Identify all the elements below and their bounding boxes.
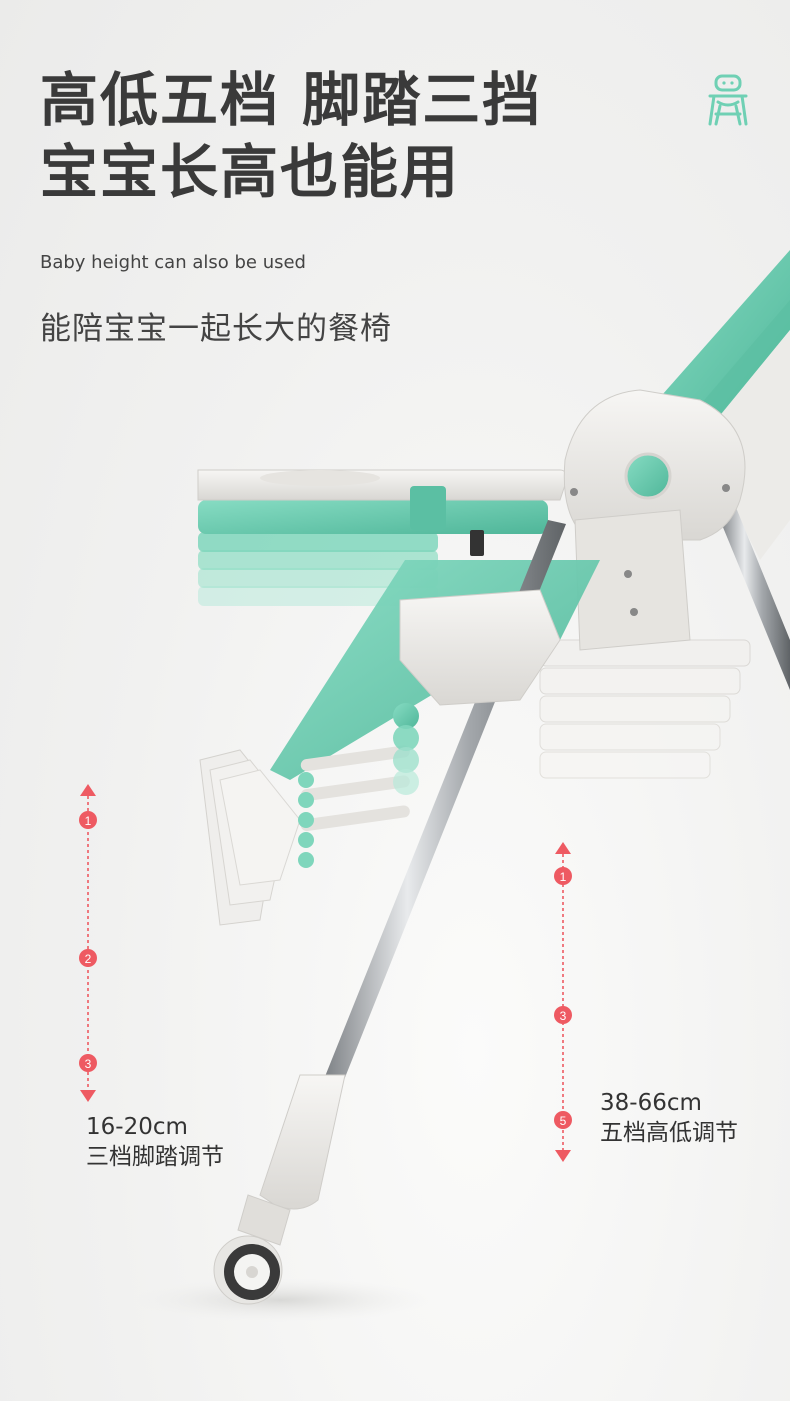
footrest-range-value: 16-20cm bbox=[86, 1114, 188, 1140]
high-chair-icon bbox=[708, 74, 748, 126]
leg-joint bbox=[399, 589, 561, 706]
subtitle-english: Baby height can also be used bbox=[40, 252, 306, 273]
floor-shadow bbox=[130, 1278, 430, 1322]
seat-range-value: 38-66cm bbox=[600, 1090, 702, 1116]
rear-leg bbox=[720, 505, 790, 690]
footrest-range-label: 三档脚踏调节 bbox=[86, 1144, 224, 1170]
footrest-marker-2: 2 bbox=[79, 949, 97, 967]
footrest-levels bbox=[199, 749, 301, 926]
svg-text:3: 3 bbox=[85, 1057, 92, 1071]
headline-line-2: 宝宝长高也能用 bbox=[40, 138, 461, 206]
seat-height-levels bbox=[539, 639, 751, 779]
footrest-marker-3: 3 bbox=[79, 1054, 97, 1072]
svg-text:5: 5 bbox=[560, 1114, 567, 1128]
svg-text:3: 3 bbox=[560, 1009, 567, 1023]
hinge-housing bbox=[563, 389, 746, 541]
headline: 高低五档 脚踏三挡 宝宝长高也能用 bbox=[40, 64, 542, 208]
svg-text:2: 2 bbox=[85, 952, 92, 966]
subtitle-chinese: 能陪宝宝一起长大的餐椅 bbox=[40, 311, 392, 347]
footrest-range: 16-20cm 三档脚踏调节 bbox=[86, 1112, 224, 1172]
seat-marker-1: 1 bbox=[554, 867, 572, 885]
seat-range: 38-66cm 五档高低调节 bbox=[600, 1088, 738, 1148]
footrest-marker-1: 1 bbox=[79, 811, 97, 829]
seat-marker-3: 3 bbox=[554, 1006, 572, 1024]
svg-text:1: 1 bbox=[560, 870, 567, 884]
caster bbox=[213, 1074, 346, 1305]
side-plate bbox=[574, 509, 691, 651]
footrest-adjuster bbox=[298, 703, 419, 868]
tray bbox=[197, 469, 567, 606]
headline-line-1: 高低五档 脚踏三挡 bbox=[40, 66, 543, 134]
seat-range-label: 五档高低调节 bbox=[600, 1120, 738, 1146]
seat-marker-5: 5 bbox=[554, 1111, 572, 1129]
svg-text:1: 1 bbox=[85, 814, 92, 828]
seat-scale: 1 3 5 bbox=[554, 842, 572, 1162]
footrest-scale: 1 2 3 bbox=[79, 784, 97, 1102]
